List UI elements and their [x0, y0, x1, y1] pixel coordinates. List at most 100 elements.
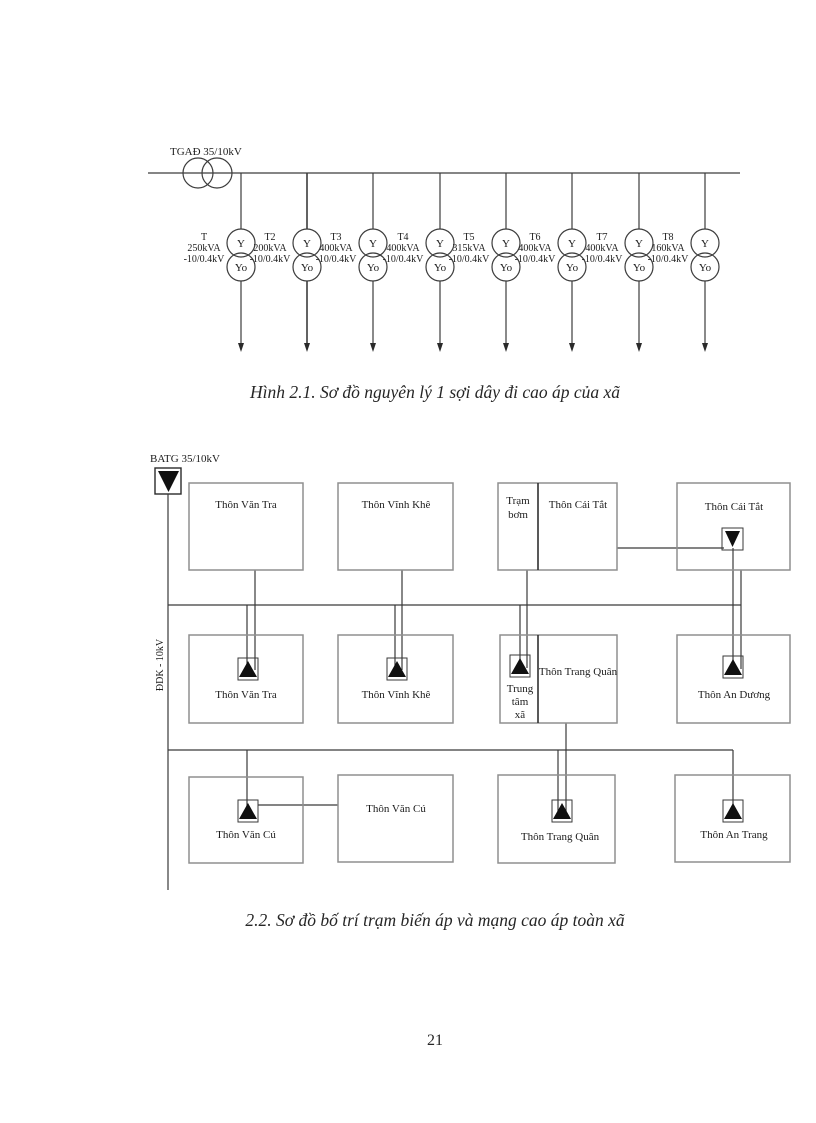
village-block	[497, 774, 616, 864]
village-block	[676, 482, 791, 571]
village-label: xã	[515, 709, 526, 721]
transformer-kva: 400kVA	[518, 243, 552, 254]
winding-top-symbol: Y	[701, 238, 709, 250]
transformer-volt: -10/0.4kV	[250, 254, 292, 265]
load-arrow-icon	[503, 343, 509, 352]
winding-bottom-symbol: Yo	[367, 262, 380, 274]
transformer-kva: 200kVA	[253, 243, 287, 254]
winding-bottom-symbol: Yo	[235, 262, 248, 274]
transformer-branch: Y Yo T 250kVA -10/0.4kV	[184, 173, 256, 352]
transformer-branch: Y Yo T2 200kVA -10/0.4kV	[250, 173, 322, 352]
load-arrow-icon	[238, 343, 244, 352]
transformer-volt: -10/0.4kV	[184, 254, 226, 265]
winding-top-symbol: Y	[635, 238, 643, 250]
transformer-name: T6	[529, 232, 540, 243]
transformer-station-icon	[511, 658, 529, 674]
transformer-volt: -10/0.4kV	[316, 254, 358, 265]
transformer-name: T8	[662, 232, 673, 243]
transformer-name: T2	[264, 232, 275, 243]
load-arrow-icon	[702, 343, 708, 352]
load-arrow-icon	[636, 343, 642, 352]
village-block	[188, 634, 304, 724]
transformer-branch: Y Yo T5 315kVA -10/0.4kV	[449, 173, 521, 352]
transformer-volt: -10/0.4kV	[648, 254, 690, 265]
transformer-station-icon	[725, 531, 740, 547]
transformer-volt: -10/0.4kV	[383, 254, 425, 265]
village-block	[676, 634, 791, 724]
main-transformer-icon	[182, 157, 233, 189]
village-label: Trạm	[506, 495, 530, 507]
transformer-station-icon	[388, 661, 406, 677]
winding-top-symbol: Y	[303, 238, 311, 250]
village-label: Thôn Vĩnh Khê	[362, 689, 431, 701]
village-label: Thôn Vĩnh Khê	[362, 499, 431, 511]
village-blocks	[188, 482, 791, 864]
village-block	[337, 774, 454, 863]
diagram-one-line: TGAĐ 35/10kV Y Yo T 250kVA -10/0.4kV	[148, 146, 740, 352]
source-substation-label: BATG 35/10kV	[150, 453, 220, 465]
transformer-kva: 400kVA	[319, 243, 353, 254]
village-block	[499, 634, 618, 724]
line-label: ĐDK - 10kV	[155, 638, 166, 691]
village-label: tâm	[512, 696, 529, 708]
transformer-kva: 400kVA	[386, 243, 420, 254]
winding-bottom-symbol: Yo	[434, 262, 447, 274]
transformer-name: T7	[596, 232, 607, 243]
winding-top-symbol: Y	[502, 238, 510, 250]
winding-bottom-symbol: Yo	[566, 262, 579, 274]
village-block	[674, 774, 791, 863]
transformer-station-icon	[553, 803, 571, 819]
transformer-branch: Y Yo T6 400kVA -10/0.4kV	[515, 173, 587, 352]
village-label: Thôn Văn Cú	[216, 829, 276, 841]
village-label: Thôn An Dương	[698, 689, 771, 701]
transformer-volt: -10/0.4kV	[449, 254, 491, 265]
village-label: Thôn Văn Tra	[215, 499, 277, 511]
source-station-label: TGAĐ 35/10kV	[170, 146, 242, 158]
village-block	[188, 776, 304, 864]
transformer-name: T3	[330, 232, 341, 243]
village-label: bơm	[508, 509, 528, 521]
transformer-station-icon	[239, 661, 257, 677]
transformer-name: T4	[397, 232, 408, 243]
winding-top-symbol: Y	[369, 238, 377, 250]
village-block	[337, 482, 454, 571]
transformer-kva: 400kVA	[585, 243, 619, 254]
transformer-branch: Y Yo T8 160kVA -10/0.4kV	[648, 173, 720, 352]
station-symbols	[237, 527, 744, 823]
transformer-station-icon	[724, 803, 742, 819]
village-label: Thôn Trang Quân	[539, 666, 618, 678]
village-block	[337, 634, 454, 724]
figure-2-1-caption: Hình 2.1. Sơ đồ nguyên lý 1 sợi dây đi c…	[249, 382, 621, 402]
transformer-name: T5	[463, 232, 474, 243]
source-transformer-icon	[158, 471, 179, 492]
load-arrow-icon	[370, 343, 376, 352]
transformer-volt: -10/0.4kV	[515, 254, 557, 265]
diagram-layout-map: BATG 35/10kV ĐDK - 10kV	[150, 453, 791, 890]
village-label: Thôn Cái Tắt	[549, 499, 607, 511]
winding-bottom-symbol: Yo	[500, 262, 513, 274]
transformer-station-icon	[724, 659, 742, 675]
page-number: 21	[427, 1032, 443, 1049]
load-arrow-icon	[304, 343, 310, 352]
figure-2-2-caption: 2.2. Sơ đồ bố trí trạm biến áp và mạng c…	[245, 910, 625, 930]
load-arrow-icon	[437, 343, 443, 352]
village-label: Thôn Văn Tra	[215, 689, 277, 701]
village-block	[188, 482, 304, 571]
winding-top-symbol: Y	[568, 238, 576, 250]
village-labels: Thôn Văn Tra Thôn Vĩnh Khê Trạm bơm Thôn…	[215, 495, 770, 843]
village-label: Thôn Cái Tắt	[705, 501, 763, 513]
transformer-station-icon	[239, 803, 257, 819]
village-label: Thôn Trang Quân	[521, 831, 600, 843]
transformer-branch: Y Yo T7 400kVA -10/0.4kV	[582, 173, 654, 352]
winding-top-symbol: Y	[237, 238, 245, 250]
winding-top-symbol: Y	[436, 238, 444, 250]
transformer-kva: 315kVA	[452, 243, 486, 254]
transformer-volt: -10/0.4kV	[582, 254, 624, 265]
village-label: Trung	[507, 683, 534, 695]
transformer-name: T	[201, 232, 207, 243]
village-label: Thôn Văn Cú	[366, 803, 426, 815]
winding-bottom-symbol: Yo	[699, 262, 712, 274]
village-label: Thôn An Trang	[700, 829, 768, 841]
transformer-branch: Y Yo T3 400kVA -10/0.4kV	[316, 173, 388, 352]
